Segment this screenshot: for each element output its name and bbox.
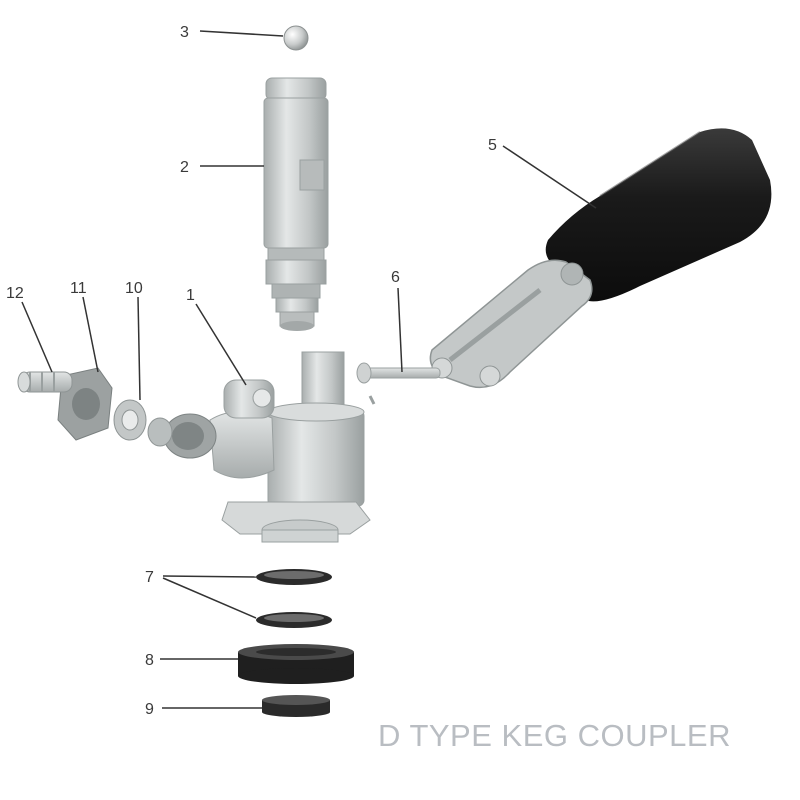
callout-numbers: 3 2 5 6 1 10 11 12 7 8 9 — [6, 24, 497, 718]
leader-10 — [137, 296, 141, 401]
part-2-probe — [263, 77, 329, 331]
part-8-gasket — [238, 644, 354, 684]
callout-3: 3 — [180, 24, 189, 41]
callout-12: 12 — [6, 285, 24, 302]
part-12-hose-barb — [17, 371, 73, 393]
callout-10: 10 — [125, 280, 143, 297]
part-9-washer — [262, 695, 330, 717]
part-3-check-ball — [283, 25, 309, 51]
part-6-pin — [356, 362, 441, 405]
part-10-washer — [113, 399, 173, 447]
leader-1 — [195, 303, 247, 386]
leader-5 — [502, 145, 597, 209]
leader-lines — [21, 30, 597, 709]
part-1-coupler-body — [163, 351, 371, 543]
callout-6: 6 — [391, 269, 400, 286]
part-5-lever-handle — [545, 128, 772, 302]
lever-fork — [429, 259, 593, 389]
leader-6 — [397, 287, 403, 373]
callout-8: 8 — [145, 652, 154, 669]
leader-11 — [82, 296, 99, 373]
callout-11: 11 — [70, 280, 87, 297]
leader-3 — [199, 30, 284, 37]
callout-7: 7 — [145, 569, 154, 586]
part-7-seals — [256, 569, 332, 628]
diagram-title: D TYPE KEG COUPLER — [378, 718, 731, 753]
leader-7b — [162, 577, 257, 619]
leader-12 — [21, 301, 53, 373]
callout-1: 1 — [186, 287, 195, 304]
callout-5: 5 — [488, 137, 497, 154]
callout-2: 2 — [180, 159, 189, 176]
leader-7a — [162, 575, 257, 578]
callout-9: 9 — [145, 701, 154, 718]
